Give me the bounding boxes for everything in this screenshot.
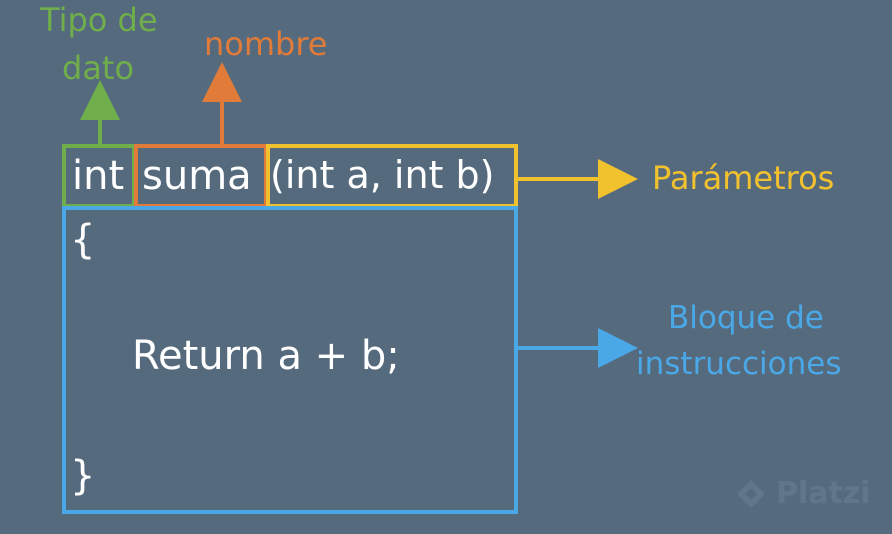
block-box (62, 206, 518, 514)
tipo-label-line1: Tipo de (40, 1, 158, 39)
parametros-label: Parámetros (652, 159, 835, 197)
bloque-label-line1: Bloque de (668, 300, 824, 336)
platzi-watermark: Platzi (734, 476, 871, 511)
tipo-label-line2: dato (62, 49, 135, 87)
code-close-brace: } (70, 453, 96, 499)
code-open-brace: { (70, 217, 96, 263)
platzi-watermark-text: Platzi (776, 476, 871, 511)
nombre-label: nombre (204, 25, 328, 63)
platzi-logo-icon (737, 479, 765, 508)
code-body: Return a + b; (132, 333, 400, 379)
code-type: int (72, 153, 125, 199)
bloque-label-line2: instrucciones (636, 346, 842, 382)
code-name: suma (142, 153, 252, 199)
code-params: (int a, int b) (270, 153, 495, 197)
